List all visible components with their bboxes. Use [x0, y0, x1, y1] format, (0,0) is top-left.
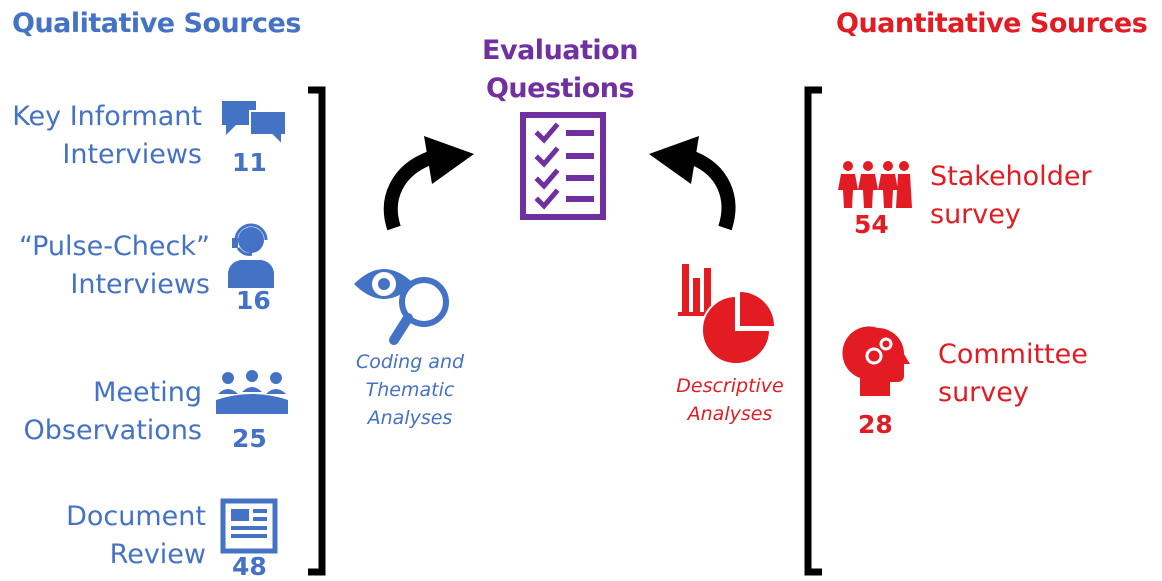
head-gears-icon [842, 326, 910, 396]
descriptive-analyses-label: Descriptive Analyses [676, 375, 784, 425]
right-bracket [804, 86, 822, 576]
checklist-icon [520, 112, 606, 220]
qual-source-1-count: 11 [232, 148, 267, 177]
qual-source-3-count: 25 [232, 424, 267, 453]
quant-source-1-count: 54 [854, 210, 889, 239]
coding-thematic-analyses-label: Coding and Thematic Analyses [355, 351, 465, 429]
right-curved-arrow [649, 136, 736, 231]
newspaper-document-icon [220, 498, 278, 554]
left-curved-arrow [383, 136, 474, 231]
qualitative-sources-heading: Qualitative Sources [12, 8, 301, 39]
qual-source-1-label: Key Informant Interviews [12, 101, 202, 170]
quant-source-1-label: Stakeholder survey [930, 161, 1092, 230]
qual-source-4-label: Document Review [66, 501, 206, 570]
evaluation-questions-heading: Evaluation Questions [480, 32, 640, 108]
speech-bubbles-icon [222, 101, 287, 148]
quant-source-2-count: 28 [858, 410, 893, 439]
qual-source-4-count: 48 [232, 552, 267, 581]
evaluation-heading-line2: Questions [485, 73, 635, 104]
chart-pie-icon [678, 264, 774, 365]
evaluation-heading-line1: Evaluation [482, 35, 638, 66]
quant-source-2-label: Committee survey [938, 339, 1088, 408]
qual-source-2-count: 16 [236, 286, 271, 315]
qual-source-2-label: “Pulse-Check” Interviews [18, 231, 210, 300]
quantitative-sources-heading: Quantitative Sources [836, 8, 1148, 39]
left-bracket [308, 86, 326, 576]
group-meeting-icon [216, 370, 288, 414]
headset-user-icon [228, 223, 274, 288]
eye-magnifier-icon [354, 269, 449, 345]
qual-source-3-label: Meeting Observations [23, 377, 202, 446]
people-group-icon [838, 161, 912, 208]
